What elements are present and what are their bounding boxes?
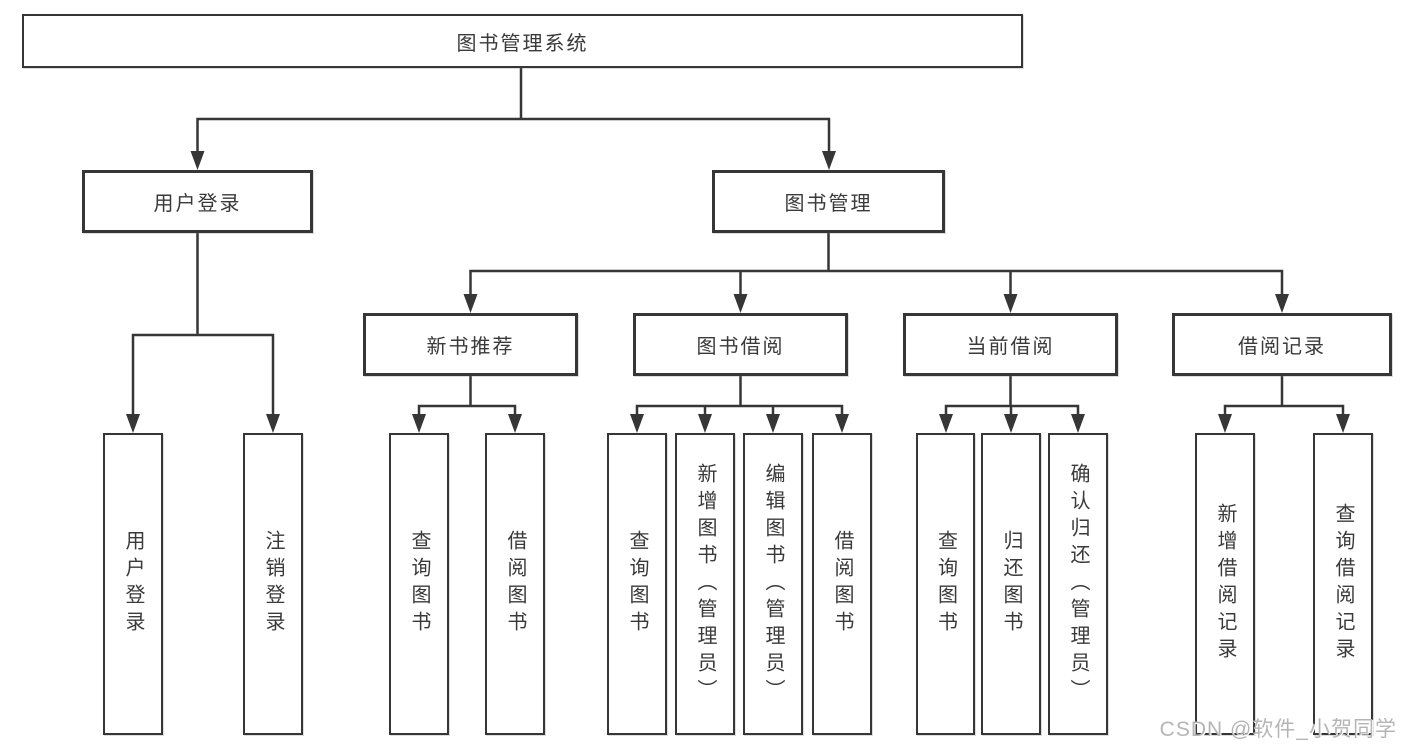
node-label: 编辑图书（管理员） [762,462,784,706]
watermark: CSDN @软件_小贺同学 [1159,718,1397,741]
node-label: 注销登录 [262,530,284,638]
node-label: 借阅图书 [504,530,526,638]
node-add-book-admin: 新增图书（管理员） [675,433,735,735]
node-label: 新增借阅记录 [1214,503,1236,665]
node-return-books: 归还图书 [981,433,1041,735]
node-label: 查询图书 [408,530,430,638]
node-user-login: 用户登录 [82,170,313,233]
node-user-login-leaf: 用户登录 [103,433,163,735]
node-borrowing-records: 借阅记录 [1172,313,1392,376]
node-label: 查询图书 [626,530,648,638]
node-borrow-books-recommend: 借阅图书 [485,433,545,735]
node-query-books-current: 查询图书 [916,433,975,735]
node-label: 图书管理 [784,193,873,215]
node-label: 借阅图书 [831,530,853,638]
node-book-borrowing: 图书借阅 [633,313,848,376]
node-current-borrowing: 当前借阅 [903,313,1118,376]
node-label: 图书管理系统 [456,32,589,55]
node-label: 借阅记录 [1238,336,1326,358]
node-logout: 注销登录 [243,433,303,735]
node-library-management-system: 图书管理系统 [22,14,1023,68]
connector-arrowheads [126,151,1350,433]
node-label: 查询借阅记录 [1332,503,1354,665]
node-label: 新增图书（管理员） [694,462,716,706]
node-label: 用户登录 [153,193,242,215]
node-query-borrow-record: 查询借阅记录 [1313,433,1373,735]
node-confirm-return-admin: 确认归还（管理员） [1048,433,1108,735]
node-borrow-books: 借阅图书 [812,433,872,735]
node-label: 当前借阅 [966,336,1055,358]
node-add-borrow-record: 新增借阅记录 [1195,433,1255,735]
node-new-book-recommendation: 新书推荐 [363,313,578,376]
node-book-management: 图书管理 [712,170,945,233]
node-label: 查询图书 [934,530,957,638]
node-label: 确认归还（管理员） [1067,462,1089,706]
node-label: 用户登录 [122,530,144,638]
node-label: 图书借阅 [696,336,785,358]
node-label: 归还图书 [1000,530,1022,638]
node-label: 新书推荐 [426,336,515,358]
node-query-books-recommend: 查询图书 [389,433,449,735]
node-query-books-borrowing: 查询图书 [607,433,667,735]
node-edit-book-admin: 编辑图书（管理员） [743,433,803,735]
